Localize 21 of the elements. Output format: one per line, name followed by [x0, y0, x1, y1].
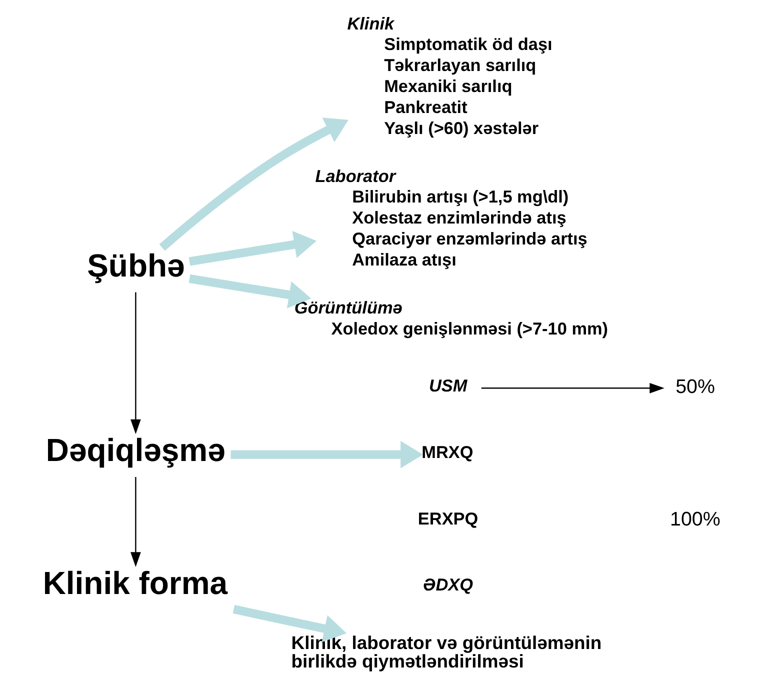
- node-text: Klinik Simptomatik öd daşı Təkrarlayan sarılıq Mexaniki sarılıq Pankreatit Yaşlı (>60) xəstələr: [346, 13, 552, 138]
- arrow: [230, 440, 422, 468]
- node-text: Klinik forma: [42, 564, 228, 601]
- node-text: 50%: [675, 376, 714, 398]
- node-text: USM: [428, 375, 467, 396]
- arrow: [188, 230, 316, 266]
- node-text: MRXQ: [421, 442, 473, 462]
- node-text: Laborator Bilirubin artışı (>1,5 mg\dl) Xolestaz enzimlərində atış Qaraciyər enzəmlərində artış Amilaza atışı: [314, 166, 587, 270]
- arrow: [158, 118, 348, 251]
- arrow: [232, 604, 346, 642]
- arrow: [130, 292, 140, 434]
- node-text: Şübhə: [86, 248, 184, 284]
- arrow: [188, 274, 311, 308]
- label: 100%: [670, 508, 720, 531]
- arrow: [480, 382, 664, 394]
- node-text: Dəqiqləşmə: [45, 432, 225, 468]
- node-text: ERXPQ: [417, 508, 478, 528]
- node-text: Görüntülümə Xoledox genişlənməsi (>7-10 mm): [294, 297, 608, 338]
- arrow: [130, 477, 140, 567]
- node-text: Klinik, laborator və görüntüləmənin birlikdə qiymətləndirilməsi: [290, 632, 602, 672]
- node-text: ƏDXQ: [422, 574, 472, 595]
